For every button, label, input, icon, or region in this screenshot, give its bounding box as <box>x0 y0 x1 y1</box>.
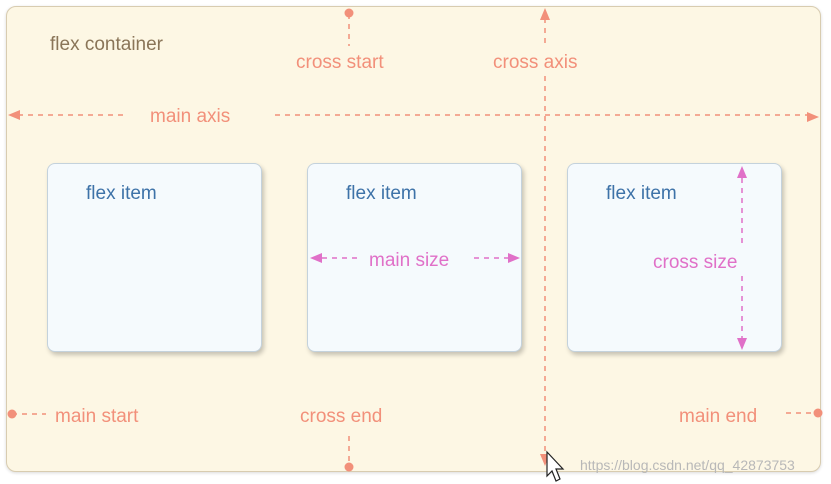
main-axis-arrow-right <box>807 112 819 122</box>
flex-item-label: flex item <box>606 183 677 204</box>
main-size-arrow-right <box>508 253 520 263</box>
main-axis-label: main axis <box>150 106 231 128</box>
main-end-label: main end <box>679 406 758 427</box>
flex-item-1: flex item <box>47 163 262 352</box>
watermark: https://blog.csdn.net/qq_42873753 <box>580 457 795 473</box>
cross-start-label: cross start <box>296 52 384 73</box>
cross-end-dot <box>344 462 354 472</box>
cross-start-dot <box>344 8 354 18</box>
main-end-dot <box>813 408 823 418</box>
main-size-label: main size <box>369 250 450 271</box>
cross-size-arrow-bottom <box>737 338 747 350</box>
container-label: flex container <box>50 34 164 55</box>
main-start-label: main start <box>55 406 139 427</box>
cross-end-label: cross end <box>300 406 383 427</box>
main-size-arrow-left <box>310 253 322 263</box>
main-start-dot <box>7 409 17 419</box>
main-axis-arrow-left <box>8 110 20 120</box>
cursor-arrow-icon <box>546 450 565 482</box>
cross-size-arrow-top <box>737 166 747 178</box>
cross-axis-arrow-top <box>540 8 550 20</box>
flex-item-label: flex item <box>86 183 157 204</box>
cross-size-label: cross size <box>653 252 738 274</box>
cross-axis-label: cross axis <box>493 52 578 74</box>
flex-item-label: flex item <box>346 183 417 204</box>
